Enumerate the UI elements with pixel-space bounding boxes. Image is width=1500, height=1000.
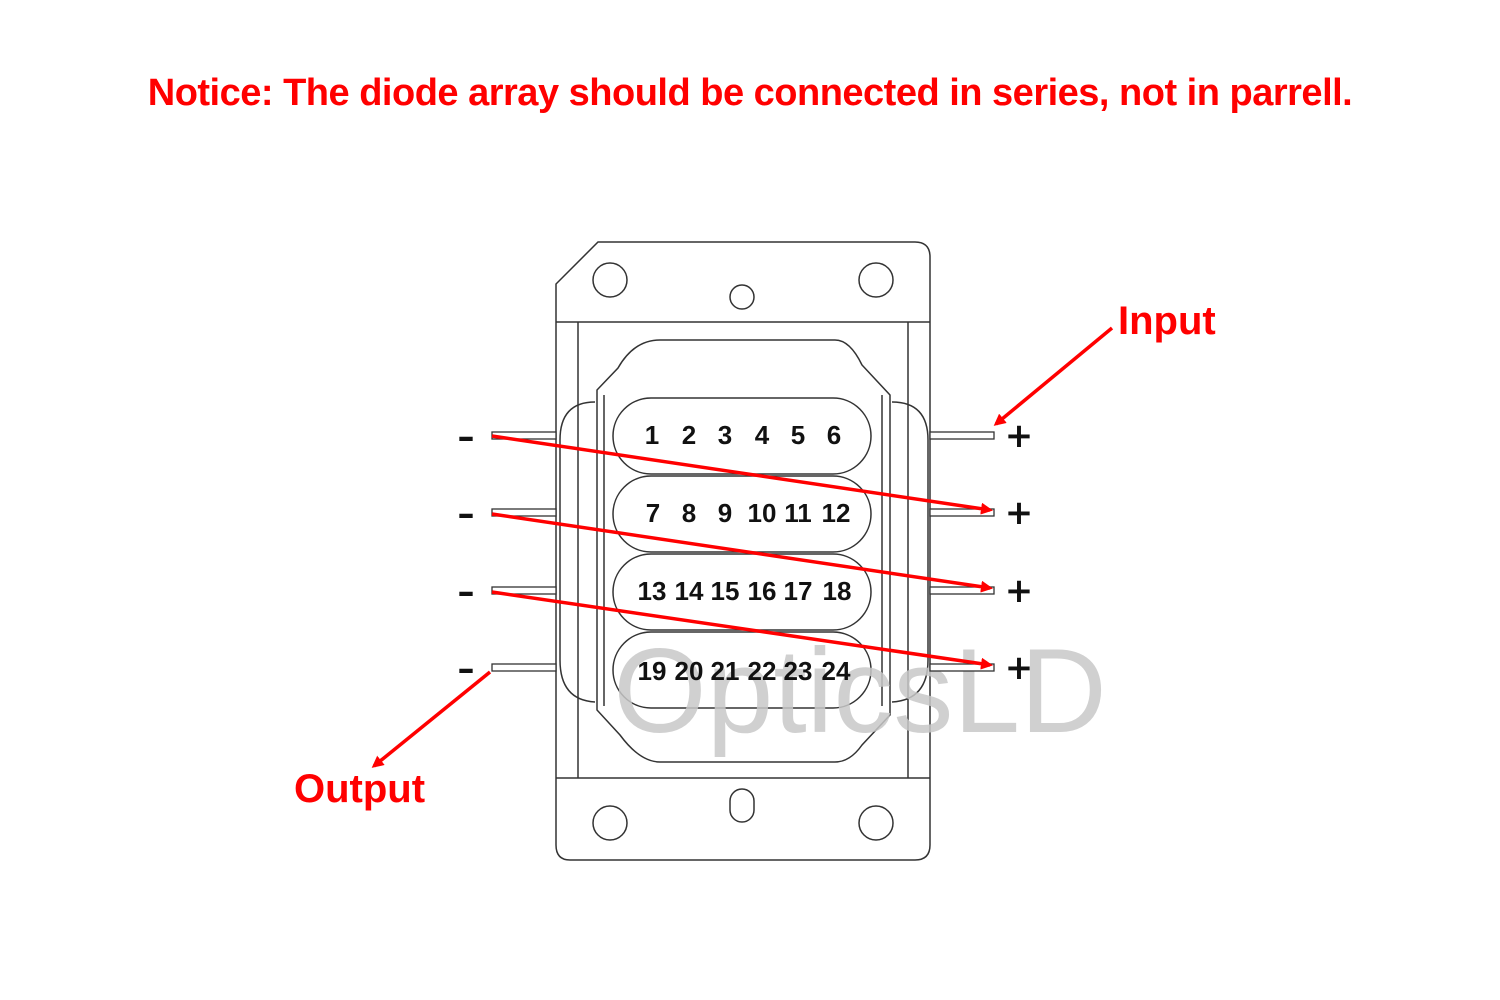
diode-number: 3 (718, 420, 732, 450)
minus-sign: – (458, 572, 475, 612)
left-side-bulge (559, 401, 596, 703)
diode-number: 14 (675, 576, 704, 606)
module-housing (555, 241, 931, 861)
input-arrow (993, 326, 1114, 426)
diode-number: 19 (638, 656, 667, 686)
negative-pin-4 (491, 663, 557, 672)
diode-number: 6 (827, 420, 841, 450)
diode-numbers: 1 2 3 4 5 6 7 8 9 10 11 12 13 14 15 16 1… (638, 420, 852, 686)
diode-number: 1 (645, 420, 659, 450)
diode-number: 15 (711, 576, 740, 606)
diode-number: 10 (748, 498, 777, 528)
diode-capsules (612, 397, 872, 709)
minus-sign: – (458, 417, 475, 457)
housing-outline (555, 241, 931, 861)
mount-hole-top-right (858, 262, 894, 298)
diode-number: 16 (748, 576, 777, 606)
diode-number: 23 (784, 656, 813, 686)
plus-sign: + (1005, 648, 1034, 688)
notice-title: Notice: The diode array should be connec… (147, 72, 1353, 114)
series-arrow-3 (491, 590, 993, 670)
diode-number: 5 (791, 420, 805, 450)
diode-number: 20 (675, 656, 704, 686)
inner-window (596, 339, 891, 763)
alignment-hole-top (729, 284, 755, 310)
diode-number: 22 (748, 656, 777, 686)
output-arrow (371, 670, 492, 768)
diode-number: 12 (822, 498, 851, 528)
right-side-bulge (891, 401, 929, 703)
mount-hole-bottom-right (858, 805, 894, 841)
diode-number: 7 (646, 498, 660, 528)
diode-number: 18 (823, 576, 852, 606)
plus-sign: + (1005, 416, 1034, 456)
watermark: OpticsLD (613, 624, 1106, 758)
series-arrow-2 (491, 512, 993, 593)
diode-number: 4 (755, 420, 770, 450)
minus-sign: – (458, 494, 475, 534)
positive-pin-3 (929, 586, 995, 595)
plus-sign: + (1005, 493, 1034, 533)
polarity-signs: – – – – + + + + (458, 416, 1034, 689)
positive-pin-1 (929, 431, 995, 440)
mount-hole-bottom-left (592, 805, 628, 841)
terminal-pins (491, 431, 995, 672)
negative-pin-2 (491, 508, 557, 517)
minus-sign: – (458, 649, 475, 689)
diode-number: 11 (784, 498, 812, 528)
positive-pin-4 (929, 663, 995, 672)
output-label: Output (294, 767, 425, 811)
series-arrow-1 (491, 434, 993, 515)
negative-pin-3 (491, 586, 557, 595)
alignment-slot-bottom (729, 788, 755, 823)
diode-number: 21 (711, 656, 740, 686)
mount-hole-top-left (592, 262, 628, 298)
diode-number: 24 (822, 656, 851, 686)
series-connection-arrows (371, 326, 1114, 768)
diode-capsule-row-4 (612, 631, 872, 709)
input-label: Input (1118, 299, 1216, 343)
positive-pin-2 (929, 508, 995, 517)
diode-number: 9 (718, 498, 732, 528)
diode-number: 2 (682, 420, 696, 450)
diode-number: 17 (784, 576, 813, 606)
plus-sign: + (1005, 571, 1034, 611)
diode-number: 13 (638, 576, 667, 606)
diode-number: 8 (682, 498, 696, 528)
